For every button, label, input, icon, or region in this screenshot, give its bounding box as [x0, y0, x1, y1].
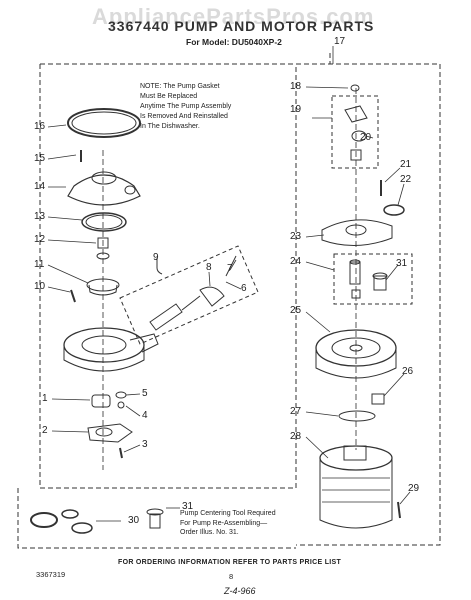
callout-31-motor: 31	[396, 258, 408, 269]
tool-note-line: For Pump Re-Assembling—	[180, 519, 268, 527]
watermark-text: AppliancePartsPros.com	[92, 4, 375, 29]
box-24	[333, 253, 413, 305]
motor-group-border	[296, 63, 441, 546]
callout-12: 12	[34, 234, 46, 245]
callout-8: 8	[206, 262, 212, 273]
page-title: 3367440 PUMP AND MOTOR PARTS	[108, 18, 375, 34]
callout-5: 5	[142, 388, 148, 399]
callout-10: 10	[34, 281, 46, 292]
ordering-info: FOR ORDERING INFORMATION REFER TO PARTS …	[118, 559, 342, 566]
document-number: 3367319	[36, 570, 66, 579]
callout-26: 26	[402, 366, 414, 377]
callout-17: 17	[334, 36, 346, 47]
callout-23: 23	[290, 231, 302, 242]
callout-20: 20	[360, 132, 372, 143]
callout-27: 27	[290, 406, 302, 417]
callout-1: 1	[42, 393, 48, 404]
callout-11: 11	[34, 259, 45, 270]
note-line: Is Removed And Reinstalled	[140, 113, 228, 120]
callout-13: 13	[34, 211, 46, 222]
tool-note: Pump Centering Tool Required For Pump Re…	[180, 509, 276, 538]
callout-7: 7	[227, 263, 233, 274]
accessory-border	[17, 488, 296, 549]
callout-31-tool: 31	[182, 501, 194, 512]
box-19	[331, 95, 379, 169]
callout-30: 30	[128, 515, 140, 526]
note-line: In The Dishwasher.	[140, 123, 200, 130]
callout-29: 29	[408, 483, 420, 494]
handwritten-note: Z-4-966	[224, 586, 256, 596]
note-line: Must Be Replaced	[140, 93, 198, 100]
callout-4: 4	[142, 410, 148, 421]
callout-3: 3	[142, 439, 148, 450]
callout-24: 24	[290, 256, 302, 267]
tool-note-line: Order Illus. No. 31.	[180, 529, 239, 536]
callout-22: 22	[400, 174, 412, 185]
callout-15: 15	[34, 153, 46, 164]
note-line: NOTE: The Pump Gasket	[140, 83, 220, 90]
callout-19: 19	[290, 104, 302, 115]
callout-9: 9	[153, 252, 159, 263]
page-number: 8	[229, 572, 234, 581]
callout-6: 6	[241, 283, 247, 294]
model-subtitle: For Model: DU5040XP-2	[186, 37, 282, 47]
callout-14: 14	[34, 181, 46, 192]
callout-21: 21	[400, 159, 412, 170]
callout-2: 2	[42, 425, 48, 436]
callout-25: 25	[290, 305, 302, 316]
callout-16: 16	[34, 121, 46, 132]
note-line: Anytime The Pump Assembly	[140, 103, 232, 110]
callout-18: 18	[290, 81, 302, 92]
callout-28: 28	[290, 431, 302, 442]
tool-note-line: Pump Centering Tool Required	[180, 510, 276, 517]
pump-gasket-note: NOTE: The Pump Gasket Must Be Replaced A…	[140, 82, 231, 132]
harness-box	[119, 245, 259, 345]
